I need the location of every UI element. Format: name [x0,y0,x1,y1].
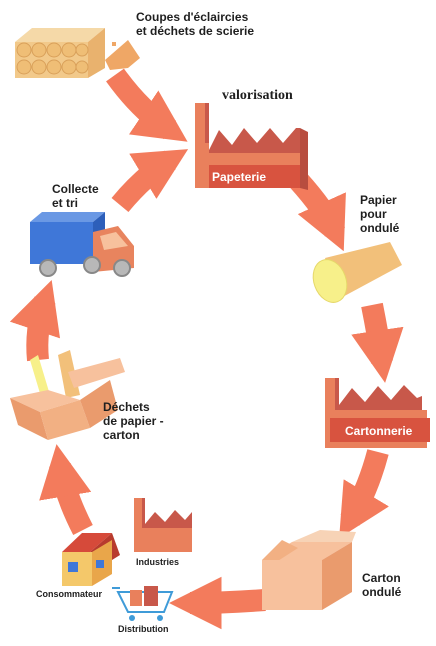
factory-icon [195,103,308,190]
arrow-wood-to-papeterie [106,68,188,142]
papeterie-label: Papeterie [212,170,267,184]
paper-roll-icon [312,242,402,303]
wood-sources-label: Coupes d'éclaircies et déchets de scieri… [136,10,255,38]
arrow-consommateur-to-dechets [39,444,93,536]
consommateur-label: Consommateur [36,589,103,599]
house-icon [62,533,120,586]
valorisation-label: valorisation [222,88,293,103]
shopping-cart-icon [112,586,174,621]
collecte-label: Collecte et tri [52,182,99,210]
arrow-papier-to-cartonnerie [351,302,404,383]
distribution-label: Distribution [118,624,169,634]
arrow-collecte-to-papeterie [111,149,189,213]
industries-label: Industries [136,557,180,567]
cartonnerie-label: Cartonnerie [345,424,413,438]
truck-icon [30,212,134,277]
dechets-label: Déchets de papier - carton [103,400,164,442]
cardboard-box-icon [10,350,125,440]
factory-icon [134,498,192,552]
arrow-dechets-to-collecte [9,279,61,362]
cardboard-box-icon [262,530,356,610]
carton-label: Carton ondulé [362,571,402,599]
arrow-cartonnerie-to-carton [339,449,389,539]
factory-icon [325,378,430,448]
log-pile-icon [15,28,140,78]
papier-label: Papier pour ondulé [360,193,400,235]
arrow-carton-to-distribution [168,576,266,630]
